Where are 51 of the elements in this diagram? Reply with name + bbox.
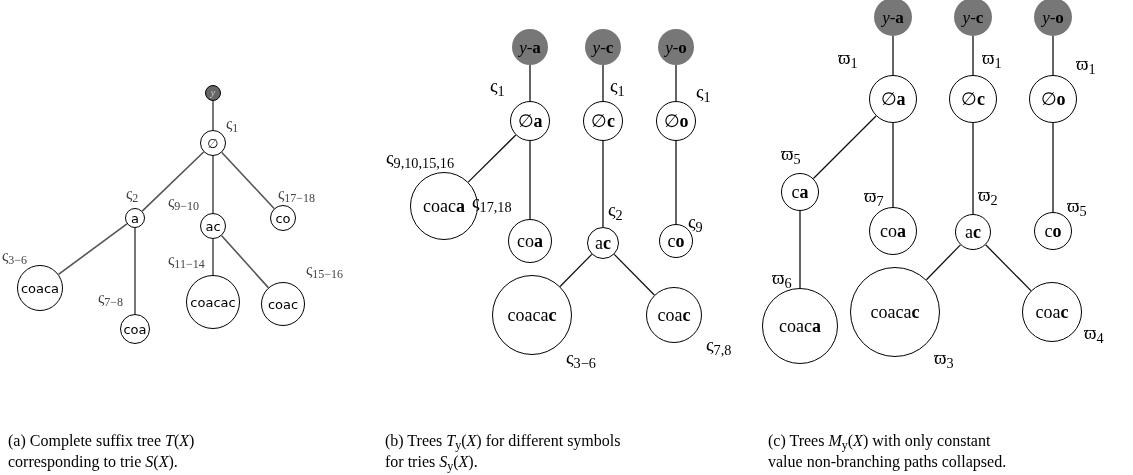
tree-edge [602, 140, 604, 228]
tree-edge [529, 140, 531, 220]
tree-edge [212, 100, 214, 131]
tree-edge [212, 238, 214, 276]
edge-label: ς$_{11−14}$ [168, 252, 205, 268]
tree-edge [559, 253, 593, 288]
edge-label: ς$_{9−10}$ [168, 194, 200, 210]
tree-edge [1052, 35, 1054, 76]
tree-edge [972, 122, 974, 215]
edge-label: ϖ$_{6}$ [772, 268, 792, 287]
tree-edge [675, 140, 677, 225]
edge-label: ς$_{7−8}$ [98, 290, 124, 306]
edge-label: ς$_{1}$ [610, 76, 625, 95]
tree-edge [57, 223, 128, 276]
caption: (c) Trees M$_{y}$(X) with only constant value non-branching paths collapsed. [768, 431, 1008, 472]
edge-label: ς$_{1}$ [226, 116, 239, 132]
tree-edge [892, 35, 894, 76]
edge-label: ϖ$_{5}$ [781, 144, 801, 163]
edge-label: ς$_{15−16}$ [306, 262, 344, 278]
tree-edge [675, 64, 677, 102]
caption: (b) Trees T$_{y}$(X) for different symbols for tries S$_{y}$(X). [385, 431, 622, 472]
tree-edge [221, 151, 275, 210]
tree-edge [985, 244, 1032, 292]
edge-label: ϖ$_{7}$ [864, 186, 884, 205]
tree-edge [1052, 122, 1054, 213]
tree-edge [799, 210, 801, 289]
tree-edge [467, 134, 517, 183]
edge-label: ς$_{2}$ [126, 186, 139, 202]
tree-edge [892, 122, 894, 208]
tree-edge [925, 244, 962, 281]
tree-edge [220, 234, 270, 289]
edge-label: ϖ$_{1}$ [838, 48, 858, 67]
edge-label: ς$_{17−18}$ [278, 186, 316, 202]
edge-label: ϖ$_{5}$ [1067, 196, 1087, 215]
tree-edge [602, 64, 604, 102]
edge-label: ϖ$_{1}$ [1076, 54, 1096, 73]
caption: (a) Complete suffix tree T(X) corresponding to trie S(X). [8, 431, 196, 472]
tree-edge [972, 35, 974, 76]
edge-label: ϖ$_{4}$ [1084, 323, 1104, 342]
edge-label: ς$_{2}$ [608, 200, 623, 219]
edge-label: ϖ$_{1}$ [982, 48, 1002, 67]
tree-edge [812, 115, 877, 180]
tree-edge [212, 155, 214, 214]
edge-label: ϖ$_{2}$ [978, 185, 998, 204]
tree-edge [141, 151, 205, 212]
edge-label: ς$_{3−6}$ [2, 248, 28, 264]
tree-edge [613, 253, 655, 296]
edge-label: ς$_{1}$ [696, 82, 711, 101]
tree-edge [134, 227, 136, 315]
tree-edge [529, 64, 531, 102]
edge-label: ς$_{1}$ [490, 76, 505, 95]
